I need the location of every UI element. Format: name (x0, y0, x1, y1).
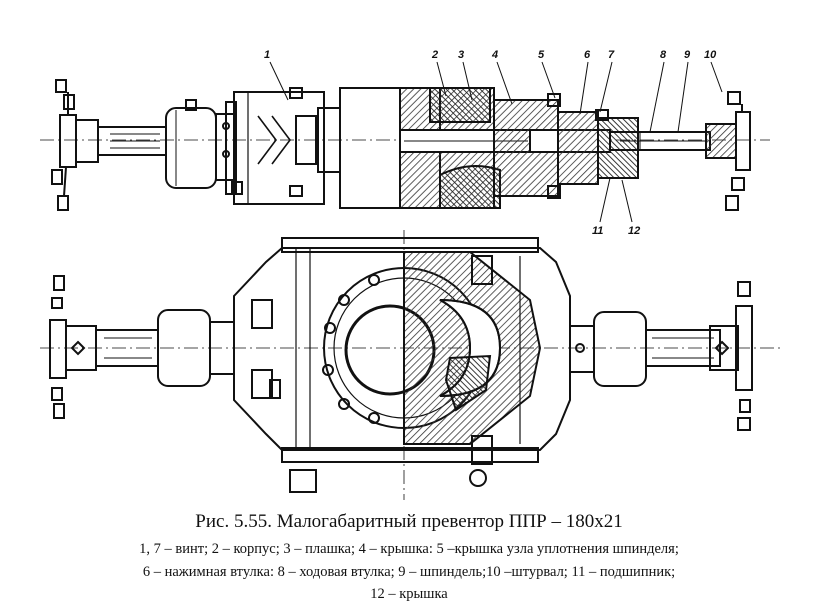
callout-11: 11 (592, 225, 603, 237)
side-section-view (40, 79, 770, 211)
callout-4: 4 (491, 49, 498, 61)
callout-8: 8 (660, 49, 667, 61)
left-bonnet (165, 99, 235, 189)
callout-labels: 1 2 3 4 5 6 7 8 9 10 11 12 (264, 49, 717, 237)
gland-cover (557, 109, 639, 185)
plan-right-handwheel (569, 281, 753, 431)
callout-7: 7 (608, 49, 615, 61)
callout-9: 9 (684, 49, 691, 61)
callout-5: 5 (538, 49, 545, 61)
legend-line-1: 1, 7 – винт; 2 – корпус; 3 – плашка; 4 –… (139, 541, 679, 557)
legend-line-2: 6 – нажимная втулка: 8 – ходовая втулка;… (142, 564, 676, 580)
left-spindle-shaft (97, 126, 167, 156)
callout-2: 2 (431, 49, 438, 61)
left-handwheel (51, 79, 99, 211)
plan-ram-section (403, 251, 542, 487)
legend-line-3: 12 – крышка (370, 586, 448, 602)
body-housing (225, 87, 341, 205)
plan-left-handwheel (49, 275, 159, 419)
right-handwheel (705, 91, 751, 211)
callout-6: 6 (584, 49, 591, 61)
callout-12: 12 (628, 225, 640, 237)
figure-title: Рис. 5.55. Малогабаритный превентор ППР … (195, 511, 623, 532)
plan-view (40, 230, 780, 500)
plan-housing (233, 237, 571, 493)
preventer-drawing: 1 2 3 4 5 6 7 8 9 10 11 12 (40, 49, 780, 500)
callout-3: 3 (458, 49, 464, 61)
leader-lines (269, 61, 723, 223)
callout-1: 1 (264, 49, 270, 61)
callout-10: 10 (704, 49, 717, 61)
